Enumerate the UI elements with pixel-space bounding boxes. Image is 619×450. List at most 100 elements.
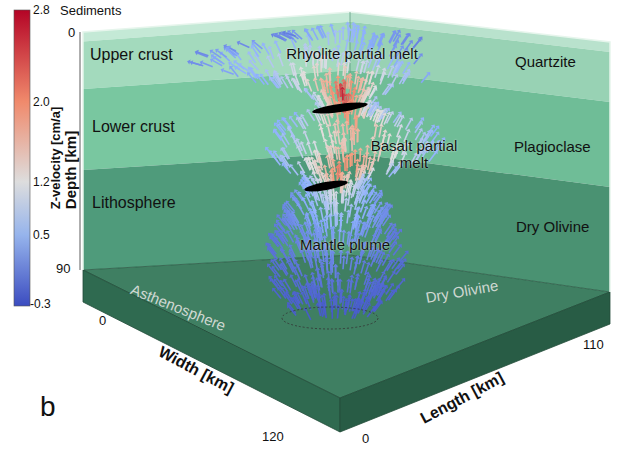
arrow-head — [337, 97, 342, 100]
arrow-head — [307, 156, 312, 160]
velocity-arrow — [309, 145, 313, 155]
arrow-head — [333, 146, 338, 149]
velocity-arrow — [360, 224, 363, 235]
arrow-head — [316, 26, 321, 30]
arrow-head — [327, 67, 332, 70]
arrow-head — [335, 165, 340, 168]
velocity-arrow — [268, 58, 273, 68]
arrow-head — [316, 293, 321, 297]
arrow-head — [358, 80, 363, 84]
plume-base — [282, 307, 378, 329]
arrow-head — [228, 61, 232, 65]
velocity-arrow — [298, 295, 303, 305]
velocity-arrow — [396, 280, 403, 288]
velocity-arrow — [282, 79, 288, 88]
tick-value: 2.8 — [33, 4, 50, 17]
arrow-head — [322, 293, 327, 296]
arrow-head — [279, 155, 283, 159]
velocity-arrow — [338, 133, 340, 144]
arrow-head — [341, 255, 346, 258]
arrow-head — [374, 280, 379, 284]
arrow-head — [277, 123, 281, 127]
velocity-arrow — [330, 191, 331, 202]
arrow-head — [345, 173, 350, 176]
arrow-head — [300, 141, 305, 145]
velocity-arrow — [327, 34, 329, 45]
arrow-head — [309, 202, 314, 206]
velocity-arrow — [295, 75, 299, 85]
arrow-head — [271, 266, 275, 270]
arrow-head — [324, 256, 329, 259]
velocity-arrow — [273, 236, 280, 245]
velocity-arrow — [277, 75, 282, 85]
velocity-arrow — [190, 62, 201, 65]
arrow-head — [237, 41, 241, 46]
velocity-arrow — [351, 32, 352, 43]
velocity-arrow — [394, 262, 401, 271]
velocity-arrow — [331, 88, 333, 99]
velocity-arrow — [307, 31, 313, 40]
velocity-arrow — [386, 165, 392, 175]
arrow-head — [296, 292, 301, 296]
velocity-arrow — [340, 221, 342, 232]
arrow-head — [247, 72, 251, 76]
arrow-head — [320, 193, 325, 196]
layer-name: Lower crust — [92, 118, 175, 136]
arrow-head — [256, 74, 260, 78]
arrow-head — [318, 123, 323, 127]
velocity-arrow — [388, 68, 392, 78]
arrow-head — [353, 149, 358, 152]
arrow-head — [364, 206, 369, 210]
velocity-arrow — [331, 262, 333, 273]
velocity-arrow — [341, 193, 343, 204]
velocity-arrow — [350, 130, 352, 141]
arrow-head — [322, 164, 327, 168]
arrow-head — [279, 257, 284, 261]
arrow-head — [286, 201, 290, 205]
arrow-head — [324, 72, 329, 75]
velocity-arrow — [342, 90, 344, 101]
arrow-head — [215, 49, 219, 53]
velocity-arrow — [285, 220, 291, 229]
arrow-head — [265, 69, 270, 73]
arrow-head — [210, 50, 214, 54]
arrow-head — [303, 274, 308, 278]
velocity-arrow — [353, 130, 355, 141]
arrow-head — [392, 231, 396, 235]
velocity-arrow — [391, 238, 398, 247]
layer-band — [83, 70, 350, 170]
velocity-arrow — [337, 275, 339, 286]
arrow-head — [401, 278, 405, 282]
arrow-head — [303, 130, 308, 134]
velocity-arrow — [338, 308, 339, 319]
arrow-head — [335, 119, 340, 122]
velocity-arrow — [273, 262, 280, 271]
velocity-arrow — [347, 282, 348, 293]
velocity-arrow — [368, 159, 370, 170]
arrow-head — [318, 207, 323, 210]
arrow-head — [362, 199, 367, 203]
velocity-arrow — [393, 32, 399, 42]
arrow-head — [420, 117, 424, 121]
arrow-head — [277, 53, 282, 57]
arrow-head — [313, 78, 318, 82]
arrow-head — [409, 117, 414, 121]
arrow-head — [328, 134, 333, 137]
arrow-head — [398, 124, 403, 128]
velocity-arrow — [387, 262, 393, 271]
arrow-head — [311, 65, 316, 68]
arrow-head — [419, 121, 423, 125]
velocity-arrow — [403, 71, 408, 81]
arrow-head — [376, 65, 381, 69]
arrow-head — [349, 80, 354, 83]
arrow-head — [331, 230, 336, 233]
velocity-arrow — [389, 291, 395, 300]
velocity-arrow — [381, 214, 387, 223]
velocity-arrow — [340, 292, 342, 303]
velocity-arrow — [291, 118, 298, 127]
velocity-arrow — [297, 282, 302, 292]
velocity-arrow — [277, 35, 287, 40]
arrow-head — [287, 305, 291, 309]
arrow-head — [290, 192, 294, 196]
velocity-arrow — [314, 68, 316, 79]
